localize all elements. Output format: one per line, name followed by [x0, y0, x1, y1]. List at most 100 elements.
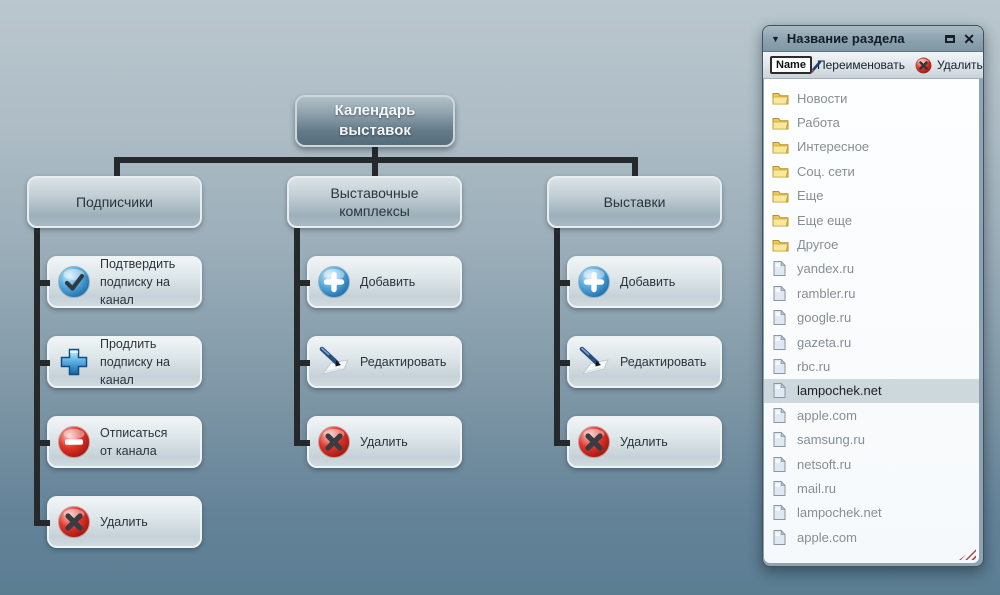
folder-icon [772, 140, 789, 154]
section-panel: ▼ Название раздела ✕ Name Переименовать [762, 25, 984, 567]
name-field-value: Name [776, 59, 806, 71]
folder-icon [772, 164, 789, 178]
file-name: samsung.ru [797, 432, 865, 448]
folder-icon [772, 189, 789, 203]
flow-button-label: Удалить [620, 434, 668, 449]
flow-button-delete[interactable]: Удалить [554, 416, 722, 468]
file-row[interactable]: mail.ru [764, 476, 979, 500]
delete-button[interactable]: Удалить [915, 57, 983, 74]
collapse-triangle-icon[interactable]: ▼ [771, 33, 780, 44]
close-icon[interactable]: ✕ [963, 30, 975, 47]
flow-button-add[interactable]: Добавить [554, 256, 722, 308]
flow-button-edit[interactable]: Редактировать [294, 336, 462, 388]
panel-titlebar: ▼ Название раздела ✕ [763, 26, 983, 52]
connector-drop-2 [372, 159, 378, 177]
flow-button-label: Удалить [360, 434, 408, 449]
file-name: google.ru [797, 310, 852, 326]
flow-button-label: Подтвердить подписку на канал [100, 256, 176, 308]
flow-button-label: Удалить [100, 514, 148, 529]
flow-button-extend-subscription[interactable]: Продлить подписку на канал [34, 336, 202, 388]
file-icon [772, 456, 789, 473]
file-icon [772, 529, 789, 546]
flow-header-subscribers[interactable]: Подписчики [27, 176, 202, 228]
file-row[interactable]: rambler.ru [764, 281, 979, 305]
folder-icon [772, 116, 789, 130]
connector-root-stem [372, 145, 378, 159]
flow-button-label: Добавить [360, 274, 416, 289]
rename-button[interactable]: Name Переименовать [770, 56, 905, 74]
file-name: rbc.ru [797, 358, 831, 374]
extend-plus-icon [60, 348, 88, 376]
file-name: apple.com [797, 407, 857, 423]
folder-row[interactable]: Еще [764, 184, 979, 208]
folder-name: Еще [797, 188, 824, 204]
maximize-icon[interactable] [945, 34, 956, 43]
add-plus-sphere-icon [578, 266, 610, 298]
edit-pen-icon [319, 346, 349, 375]
file-icon [772, 260, 789, 277]
file-icon [772, 480, 789, 497]
flow-button-label: Редактировать [360, 354, 447, 369]
file-name: lampochek.net [797, 505, 882, 521]
file-row[interactable]: apple.com [764, 525, 979, 549]
file-row[interactable]: lampochek.net [764, 378, 979, 404]
folder-name: Работа [797, 115, 840, 131]
file-icon [772, 334, 789, 351]
file-row[interactable]: google.ru [764, 306, 979, 330]
flow-header-exhibition-complexes[interactable]: Выставочные комплексы [287, 176, 462, 228]
delete-label: Удалить [936, 58, 983, 72]
file-row[interactable]: apple.com [764, 403, 979, 427]
flow-button-unsubscribe[interactable]: Отписаться от канала [34, 416, 202, 468]
flow-button-label: Отписаться от канала [100, 425, 168, 458]
flow-header-exhibitions[interactable]: Выставки [547, 176, 722, 228]
flow-button-confirm-subscription[interactable]: Подтвердить подписку на канал [34, 256, 202, 308]
file-name: apple.com [797, 529, 857, 545]
panel-title: Название раздела [786, 31, 905, 46]
file-row[interactable]: rbc.ru [764, 354, 979, 378]
file-name: lampochek.net [797, 383, 882, 399]
file-row[interactable]: gazeta.ru [764, 330, 979, 354]
file-icon [772, 309, 789, 326]
flow-button-add[interactable]: Добавить [294, 256, 462, 308]
folder-icon [772, 238, 789, 252]
connector-drop-1 [114, 159, 120, 177]
folder-icon [772, 213, 789, 227]
flow-column-exhibitions: Выставки Добавить Редактирова [547, 176, 722, 468]
file-row[interactable]: samsung.ru [764, 427, 979, 451]
file-name: yandex.ru [797, 261, 855, 277]
add-plus-sphere-icon [318, 266, 350, 298]
folder-row[interactable]: Работа [764, 110, 979, 134]
folder-list: Новости Работа [764, 86, 979, 257]
file-row[interactable]: yandex.ru [764, 257, 979, 281]
file-row[interactable]: lampochek.net [764, 501, 979, 525]
flow-root-node[interactable]: Календарь выставок [295, 95, 455, 147]
file-list: yandex.ru rambler.ru [764, 257, 979, 550]
folder-row[interactable]: Интересное [764, 135, 979, 159]
folder-name: Соц. сети [797, 163, 855, 179]
folder-row[interactable]: Другое [764, 232, 979, 256]
flow-button-delete[interactable]: Удалить [34, 496, 202, 548]
folder-name: Новости [797, 90, 848, 106]
folder-row[interactable]: Соц. сети [764, 159, 979, 183]
file-row[interactable]: netsoft.ru [764, 452, 979, 476]
folder-icon [772, 91, 789, 105]
flow-button-delete[interactable]: Удалить [294, 416, 462, 468]
file-icon [772, 407, 789, 424]
flow-column-exhibition-complexes: Выставочные комплексы Добавить [287, 176, 462, 468]
file-icon [772, 358, 789, 375]
file-icon [772, 504, 789, 521]
connector-column-line [34, 228, 40, 525]
connector-column-line [554, 228, 560, 445]
folder-row[interactable]: Еще еще [764, 208, 979, 232]
folder-row[interactable]: Новости [764, 86, 979, 110]
file-name: gazeta.ru [797, 334, 852, 350]
file-icon [772, 431, 789, 448]
unsubscribe-minus-icon [58, 426, 90, 458]
flow-button-edit[interactable]: Редактировать [554, 336, 722, 388]
folder-name: Еще еще [797, 212, 853, 228]
file-icon [772, 382, 789, 399]
flow-button-label: Редактировать [620, 354, 707, 369]
delete-x-sphere-icon [915, 57, 932, 73]
file-name: netsoft.ru [797, 456, 852, 472]
